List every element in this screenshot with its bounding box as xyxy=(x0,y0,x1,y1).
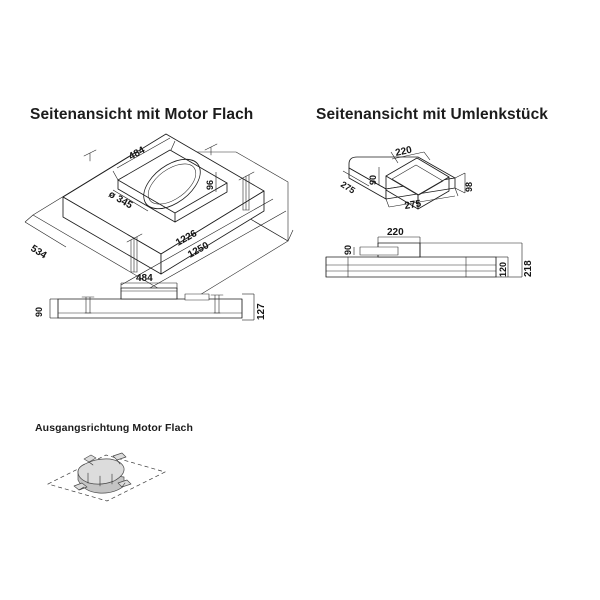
motor-direction-pictogram xyxy=(47,452,166,502)
section-title-motor-flach: Seitenansicht mit Motor Flach xyxy=(30,106,254,123)
front-motor-box xyxy=(120,287,178,300)
dimension-220-front: 220 xyxy=(377,227,421,244)
dimension-127-front: 127 xyxy=(242,293,267,321)
dimension-96-iso: 96 xyxy=(205,172,217,192)
dim-label-98: 98 xyxy=(464,182,474,192)
umlenk-front-body xyxy=(325,256,497,278)
clip-rear-left xyxy=(83,149,97,162)
dim-label-220-front: 220 xyxy=(387,227,404,238)
dimension-120: 120 xyxy=(496,256,509,278)
motor-side-ribs xyxy=(87,472,113,487)
umlenk-duct-inner xyxy=(359,246,399,256)
hood-right-face xyxy=(160,190,265,275)
deflector-outlet-inner xyxy=(391,164,444,196)
motor-housing-side xyxy=(174,182,228,223)
iso-view-motor-flach: 484 96 ø 345 534 1226 xyxy=(24,133,294,305)
dim-label-96: 96 xyxy=(205,180,215,190)
dim-label-220-iso: 220 xyxy=(394,145,413,159)
mounting-clip-group xyxy=(83,143,255,273)
dimension-98-iso: 98 xyxy=(454,172,474,194)
iso-view-umlenkstueck: 220 90 275 98 xyxy=(339,145,474,212)
dim-label-90-front-umlenk: 90 xyxy=(343,245,353,255)
section-title-umlenkstueck: Seitenansicht mit Umlenkstück xyxy=(316,106,549,123)
motor-outlet-ellipse xyxy=(143,158,201,210)
motor-housing-front xyxy=(117,179,176,223)
dim-label-275-front: 275 xyxy=(404,198,423,212)
dimension-90-front: 90 xyxy=(34,298,58,319)
dim-label-120: 120 xyxy=(498,262,508,277)
front-body-rect xyxy=(57,298,243,319)
motor-outlet-inner xyxy=(147,163,197,205)
front-view-motor-flach: 484 90 127 xyxy=(34,273,267,321)
motor-tab-rear-left xyxy=(83,454,97,463)
dim-label-90-front: 90 xyxy=(34,307,44,317)
clip-front-left-stem xyxy=(130,236,138,273)
dimension-90-front-umlenk: 90 xyxy=(343,245,355,255)
motor-tab-rear-right xyxy=(112,452,127,461)
clip-front-right-stem xyxy=(242,174,250,211)
dim-label-275-left: 275 xyxy=(339,179,357,195)
section-title-ausgangsrichtung: Ausgangsrichtung Motor Flach xyxy=(35,422,193,434)
motor-tab-front-left xyxy=(73,482,88,491)
dimension-275-front: 275 xyxy=(385,187,459,212)
motor-top-disc xyxy=(77,458,125,485)
dim-label-484-front: 484 xyxy=(136,273,153,284)
front-clip-right xyxy=(210,294,224,314)
motor-tab-stubs xyxy=(78,459,126,491)
front-right-flange xyxy=(184,293,210,301)
clip-front-left xyxy=(126,233,143,273)
clip-front-right xyxy=(238,171,255,211)
front-clip-left xyxy=(81,296,95,314)
dim-label-127: 127 xyxy=(256,303,267,320)
dim-label-534: 534 xyxy=(28,243,48,261)
dimension-484-front: 484 xyxy=(120,273,178,289)
dimension-90-iso: 90 xyxy=(368,167,380,185)
dim-label-218: 218 xyxy=(523,260,534,277)
dimension-220-iso: 220 xyxy=(390,145,431,164)
clip-rear-right xyxy=(204,143,218,156)
dimension-218: 218 xyxy=(420,242,534,278)
front-view-umlenkstueck: 220 90 120 218 xyxy=(325,227,534,278)
dim-label-90-iso: 90 xyxy=(368,175,378,185)
